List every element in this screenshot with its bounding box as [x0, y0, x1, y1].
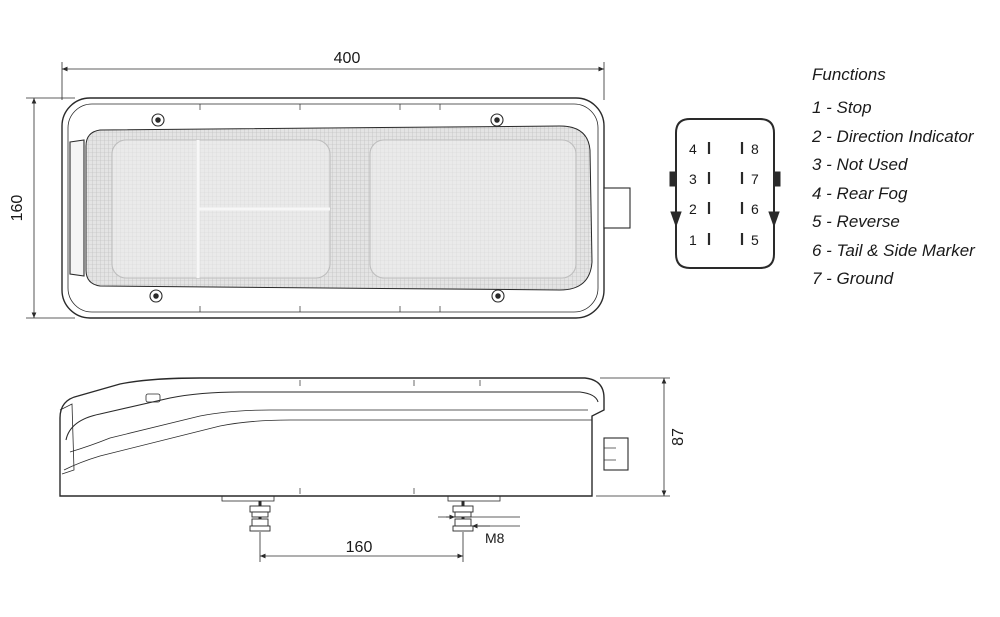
mount-stud-right — [452, 501, 474, 532]
pin-label-1: 1 — [689, 232, 697, 248]
side-lens-curve — [65, 391, 599, 441]
pin-label-7: 7 — [751, 171, 759, 187]
mount-screw-top-left — [151, 113, 165, 127]
connector-pinout — [669, 118, 781, 269]
lens-chamber-right — [369, 139, 577, 279]
side-rim-ticks — [299, 380, 481, 494]
function-item-3: 3 - Not Used — [812, 155, 908, 174]
functions-title: Functions — [812, 65, 886, 84]
function-item-4: 4 - Rear Fog — [812, 183, 908, 203]
side-front-lip — [59, 403, 75, 475]
mount-screw-bottom-right — [491, 289, 505, 303]
mount-stud-left — [249, 501, 271, 532]
side-lens-curve-inner — [69, 409, 588, 453]
top-view — [26, 62, 631, 319]
mount-screw-top-right — [490, 113, 504, 127]
depth-dimension-label: 87 — [670, 428, 687, 446]
function-item-2: 2 - Direction Indicator — [812, 126, 974, 146]
connector-stub — [603, 187, 631, 229]
side-connector-stub — [603, 437, 629, 471]
mount-plate-right — [447, 495, 501, 502]
side-view — [59, 377, 670, 562]
pin-label-3: 3 — [689, 171, 697, 187]
connector-key-right — [768, 211, 780, 228]
width-dimension-label: 400 — [334, 50, 361, 67]
connector-key-left — [670, 211, 682, 228]
function-item-5: 5 - Reverse — [812, 212, 900, 231]
functions-legend: Functions 1 - Stop 2 - Direction Indicat… — [812, 64, 997, 294]
housing-rim-ticks — [199, 104, 441, 312]
side-reflector-bump — [145, 393, 161, 403]
function-item-6: 6 - Tail & Side Marker — [812, 240, 975, 260]
connector-latch-right — [773, 171, 781, 187]
mount-screw-bottom-left — [149, 289, 163, 303]
pin-label-6: 6 — [751, 201, 759, 217]
lamp-housing-inner — [67, 103, 599, 313]
pin-label-4: 4 — [689, 141, 697, 157]
pin-label-8: 8 — [751, 141, 759, 157]
stud-spacing-label: 160 — [346, 539, 373, 556]
side-housing-outline — [59, 377, 605, 497]
connector-pin-labels: 4 3 2 1 8 7 6 5 — [689, 141, 759, 248]
connector-latch-left — [669, 171, 677, 187]
pin-label-2: 2 — [689, 201, 697, 217]
side-reflector — [69, 139, 85, 277]
side-lens-bottom-edge — [63, 419, 592, 471]
function-item-7: 7 - Ground — [812, 269, 894, 288]
thread-size-label: M8 — [485, 530, 505, 546]
pin-label-5: 5 — [751, 232, 759, 248]
connector-body — [675, 118, 775, 269]
mount-plate-left — [221, 495, 275, 502]
height-dimension-label: 160 — [9, 195, 26, 222]
function-item-1: 1 - Stop — [812, 98, 872, 117]
